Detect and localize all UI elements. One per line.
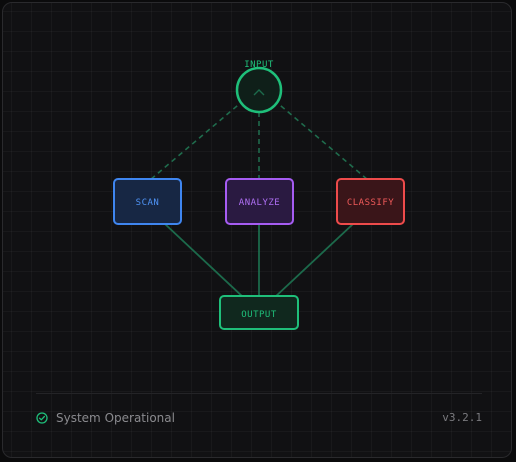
analyze-box <box>225 178 294 225</box>
edge-input-classify <box>273 99 369 181</box>
output-box <box>219 295 299 330</box>
scan-label: SCAN <box>136 198 160 208</box>
classify-box <box>336 178 405 225</box>
input-edges <box>149 99 369 181</box>
output-label: OUTPUT <box>241 310 277 320</box>
node-output[interactable]: OUTPUT <box>219 295 299 330</box>
input-label: INPUT <box>244 60 274 70</box>
footer-divider <box>36 393 482 394</box>
status-indicator: System Operational <box>36 411 175 425</box>
arrow-up-icon <box>253 89 265 96</box>
analyze-label: ANALYZE <box>239 198 280 208</box>
node-analyze[interactable]: ANALYZE <box>225 178 294 225</box>
version-label: v3.2.1 <box>442 411 482 424</box>
edge-input-scan <box>149 99 245 181</box>
node-scan[interactable]: SCAN <box>113 178 182 225</box>
node-input[interactable]: INPUT <box>235 60 283 114</box>
classify-label: CLASSIFY <box>347 198 394 208</box>
status-text: System Operational <box>56 411 175 425</box>
node-classify[interactable]: CLASSIFY <box>336 178 405 225</box>
check-circle-icon <box>36 412 48 424</box>
scan-box <box>113 178 182 225</box>
